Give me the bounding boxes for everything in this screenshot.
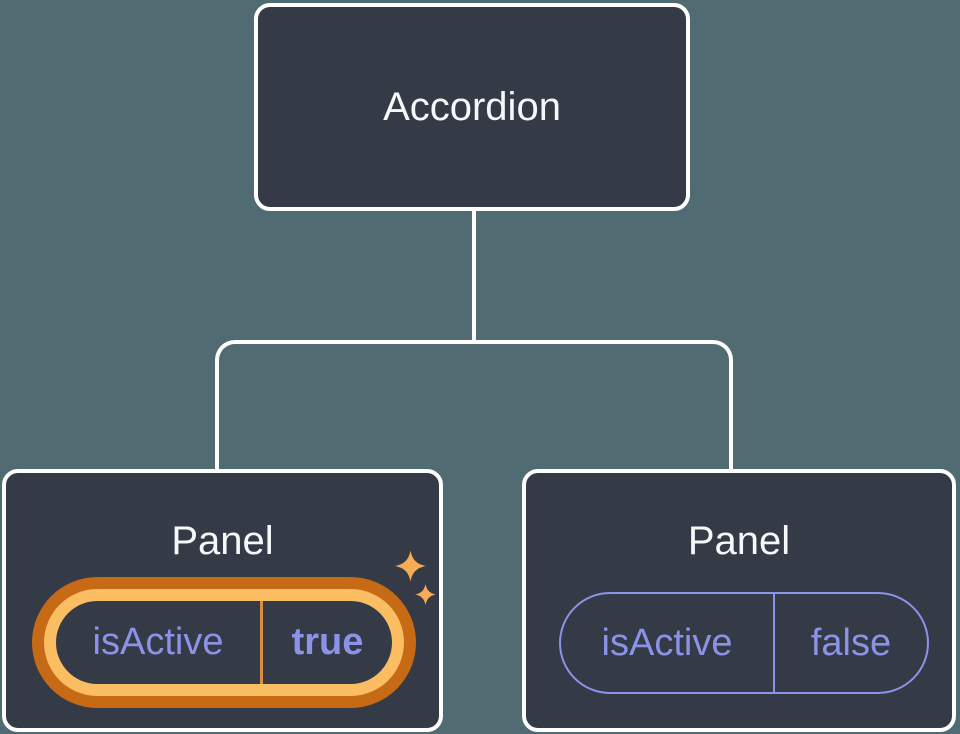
panel-title: Panel <box>171 519 274 563</box>
state-pill: isActive false <box>559 592 929 694</box>
prop-value-label: false <box>810 621 892 664</box>
accordion-node: Accordion <box>254 3 690 211</box>
panel-title: Panel <box>687 519 791 563</box>
sparkle-icon-shape <box>415 584 436 605</box>
panel-node-active: Panel isActive true <box>2 469 443 732</box>
pill-divider <box>773 594 775 692</box>
prop-value-label: true <box>291 621 364 663</box>
sparkle-icon-shape <box>395 550 426 582</box>
state-pill-body: isActive true <box>56 601 392 684</box>
panel-node-inactive: Panel isActive false <box>522 469 956 732</box>
sparkle-icon <box>395 550 426 582</box>
pill-divider <box>260 601 263 684</box>
prop-name-label: isActive <box>601 621 733 664</box>
state-pill-highlight-ring: isActive true <box>44 589 404 696</box>
accordion-label: Accordion <box>383 84 561 129</box>
sparkle-icon <box>415 584 436 605</box>
tree-connector-branches <box>215 340 733 469</box>
state-pill-highlighted: isActive true <box>32 577 416 708</box>
tree-connector-stem <box>472 207 476 342</box>
prop-name-label: isActive <box>92 621 224 663</box>
